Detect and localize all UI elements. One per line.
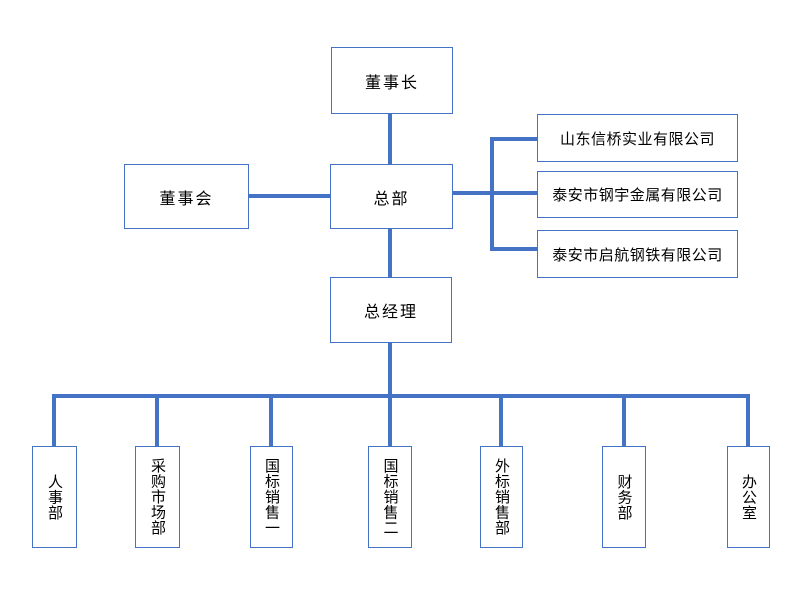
connector-departments-bus [52, 394, 750, 398]
node-subsidiary-1-label: 山东信桥实业有限公司 [559, 130, 715, 148]
connector-chairman-headquarters [388, 114, 392, 164]
node-board-label: 董事会 [159, 190, 214, 208]
node-dept-finance: 财务部 [602, 446, 646, 548]
node-dept-domestic-sales-2: 国标销售二 [368, 446, 412, 548]
connector-headquarters-subsidiaries-middle [453, 191, 537, 195]
connector-headquarters-general-manager [388, 229, 392, 277]
connector-subsidiaries-vertical [490, 137, 494, 251]
node-subsidiary-2-label: 泰安市钢宇金属有限公司 [552, 187, 723, 204]
connector-drop-dept-7 [746, 394, 750, 446]
node-dept-hr-label: 人事部 [46, 473, 63, 521]
node-subsidiary-2: 泰安市钢宇金属有限公司 [537, 171, 738, 218]
connector-drop-dept-6 [622, 394, 626, 446]
connector-subsidiary-top-branch [490, 137, 537, 141]
node-subsidiary-1: 山东信桥实业有限公司 [537, 114, 738, 162]
node-dept-domestic-sales-1: 国标销售一 [250, 446, 293, 548]
node-general-manager-label: 总经理 [363, 304, 418, 321]
node-subsidiary-3: 泰安市启航钢铁有限公司 [537, 230, 738, 278]
node-subsidiary-3-label: 泰安市启航钢铁有限公司 [552, 246, 723, 264]
node-dept-finance-label: 财务部 [615, 473, 633, 521]
node-chairman: 董事长 [331, 47, 453, 114]
node-dept-office: 办公室 [727, 446, 770, 548]
connector-drop-dept-2 [155, 394, 159, 446]
node-dept-foreign-sales-label: 外标销售部 [493, 458, 510, 536]
node-board: 董事会 [124, 164, 249, 229]
connector-drop-dept-5 [499, 394, 503, 446]
node-headquarters-label: 总部 [373, 190, 410, 208]
node-dept-domestic-sales-1-label: 国标销售一 [263, 458, 280, 536]
connector-drop-dept-4 [388, 394, 392, 446]
connector-board-headquarters [249, 194, 330, 198]
node-general-manager: 总经理 [330, 277, 452, 343]
node-dept-office-label: 办公室 [740, 473, 757, 521]
node-dept-domestic-sales-2-label: 国标销售二 [381, 458, 399, 536]
connector-drop-dept-1 [52, 394, 56, 446]
node-dept-purchasing-market-label: 采购市场部 [149, 458, 166, 536]
node-dept-purchasing-market: 采购市场部 [135, 446, 180, 548]
node-headquarters: 总部 [330, 164, 453, 229]
connector-general-manager-bus [388, 343, 392, 398]
connector-drop-dept-3 [269, 394, 273, 446]
connector-subsidiary-bottom-branch [490, 247, 537, 251]
node-dept-foreign-sales: 外标销售部 [480, 446, 523, 548]
node-dept-hr: 人事部 [32, 446, 77, 548]
node-chairman-label: 董事长 [364, 74, 419, 92]
